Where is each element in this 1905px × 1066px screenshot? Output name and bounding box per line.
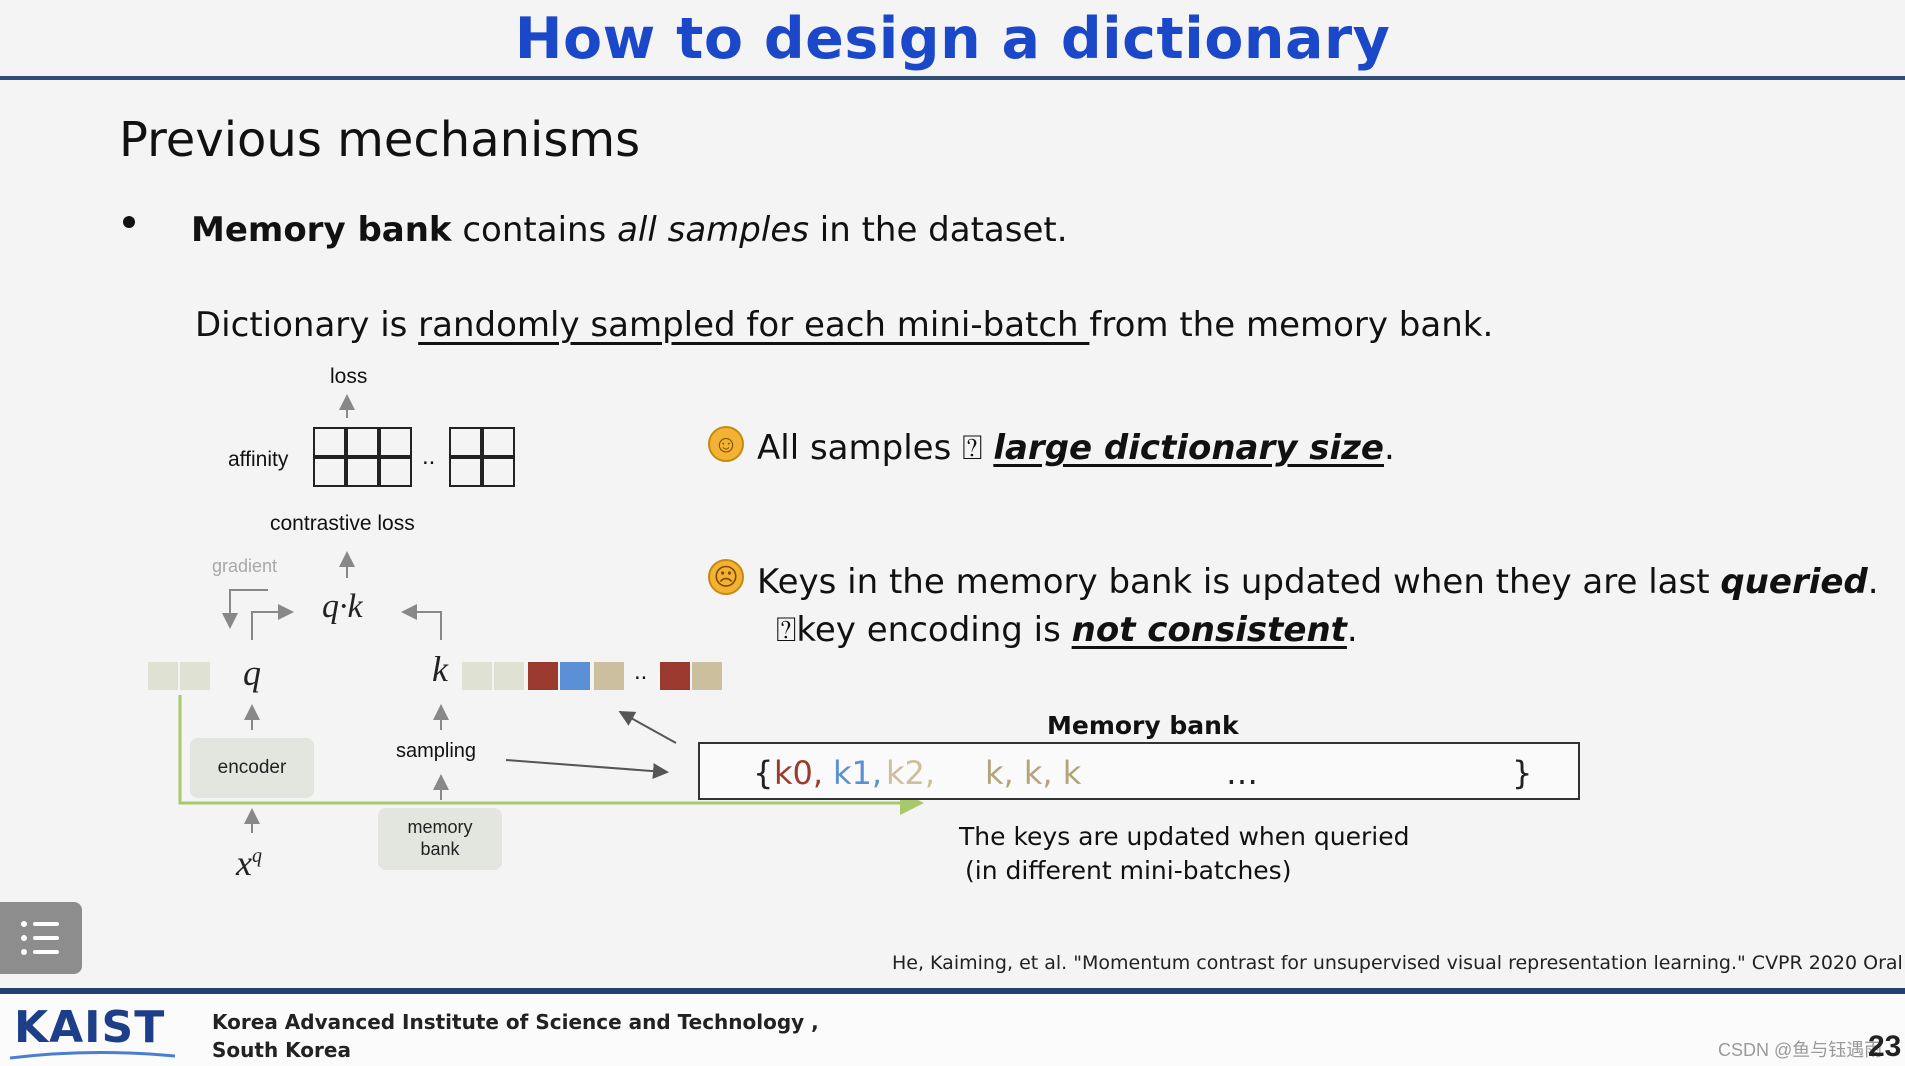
point-1-arrow-icon: ⍰ [962, 428, 983, 468]
bullet-icon [123, 216, 135, 228]
point-1-t2: . [1384, 428, 1395, 468]
subline-underlined: randomly sampled for each mini-batch [418, 305, 1090, 345]
bullet-bold: Memory bank [191, 210, 452, 250]
sampling-label: sampling [396, 740, 477, 762]
title-divider [0, 76, 1905, 80]
csdn-watermark: CSDN @鱼与钰遇雨 [1718, 1040, 1883, 1060]
memory-note-line1: The keys are updated when queried [959, 822, 1410, 851]
memory-bank-container [698, 742, 1580, 800]
memory-bank-box: memory bank [378, 808, 502, 870]
memory-key-k0: k0, [774, 754, 824, 792]
k-label: k [432, 649, 448, 689]
memory-ellipsis: … [1226, 754, 1258, 792]
list-menu-icon [21, 921, 59, 955]
query-vector [148, 662, 212, 690]
kaist-logo: KAIST [14, 1002, 166, 1053]
encoder-box: encoder [190, 738, 314, 798]
xq-sup: q [251, 845, 262, 867]
point-3-t1: key encoding is [796, 610, 1072, 650]
point-1: All samples ⍰ large dictionary size. [757, 428, 1395, 468]
subline-text: Dictionary is randomly sampled for each … [195, 305, 1493, 345]
update-line [178, 695, 924, 815]
subline-t2: from the memory bank. [1089, 305, 1494, 345]
memory-keys-k: k, k, k [985, 754, 1082, 792]
affinity-label: affinity [228, 448, 289, 471]
institution-line2: South Korea [212, 1038, 351, 1062]
memory-open-brace: { [753, 754, 774, 792]
key-dots: .. [634, 658, 648, 685]
xq-label: xq [236, 842, 262, 884]
bullet-italic: all samples [617, 210, 809, 250]
gradient-arrow-down [222, 589, 268, 629]
point-2-bold: queried [1720, 562, 1868, 602]
point-1-t1: All samples [757, 428, 963, 468]
frown-emoji-icon: ☹ [708, 559, 744, 595]
key-vectors: .. [462, 658, 724, 690]
memory-bank-line1: memory [407, 817, 473, 837]
page-number: 23 [1868, 1030, 1902, 1063]
kaist-logo-swoosh-icon [10, 1050, 175, 1060]
citation: He, Kaiming, et al. "Momentum contrast f… [892, 952, 1903, 974]
memory-note-line2: (in different mini-batches) [965, 856, 1292, 885]
slide-title: How to design a dictionary [514, 6, 1391, 72]
loss-label: loss [330, 365, 368, 388]
point-3-bold: not consistent [1071, 610, 1347, 650]
point-3-arrow-icon: ⍰ [776, 610, 797, 650]
point-1-bold: large dictionary size [993, 428, 1384, 468]
point-2-t1: Keys in the memory bank is updated when … [757, 562, 1721, 602]
memory-bank-line2: bank [420, 839, 460, 859]
affinity-matrix-1 [313, 427, 413, 493]
smile-emoji-icon: ☺ [708, 426, 744, 462]
footer-bar [0, 994, 1905, 1066]
qk-label: q·k [322, 588, 363, 625]
outline-menu-button[interactable] [0, 902, 82, 974]
gradient-label: gradient [212, 556, 278, 576]
arrow-k-to-qk [401, 604, 442, 640]
point-2-t2: . [1867, 562, 1879, 602]
xq-base: x [236, 843, 252, 883]
section-heading: Previous mechanisms [119, 112, 641, 168]
memory-bank-title: Memory bank [1047, 711, 1239, 740]
arrow-memory-to-keys [618, 711, 677, 744]
contrastive-loss-label: contrastive loss [270, 512, 415, 535]
q-label: q [243, 653, 261, 693]
point-3-t2: . [1346, 610, 1358, 650]
point-2: Keys in the memory bank is updated when … [757, 562, 1879, 602]
matrix-dots: .. [422, 443, 436, 470]
point-3: ⍰key encoding is not consistent. [776, 610, 1358, 650]
bullet-text: Memory bank contains all samples in the … [191, 210, 1068, 250]
bullet-t2: in the dataset. [808, 210, 1068, 250]
institution-line1: Korea Advanced Institute of Science and … [212, 1010, 819, 1034]
memory-key-k1: k1, [833, 754, 883, 792]
bullet-t1: contains [451, 210, 618, 250]
memory-close-brace: } [1512, 754, 1533, 792]
arrow-sampling-to-memory [505, 759, 669, 780]
affinity-matrix-2 [449, 427, 517, 493]
memory-key-k2: k2, [886, 754, 936, 792]
footer-divider [0, 988, 1905, 994]
subline-t1: Dictionary is [195, 305, 419, 345]
arrow-q-to-qk [251, 604, 294, 640]
